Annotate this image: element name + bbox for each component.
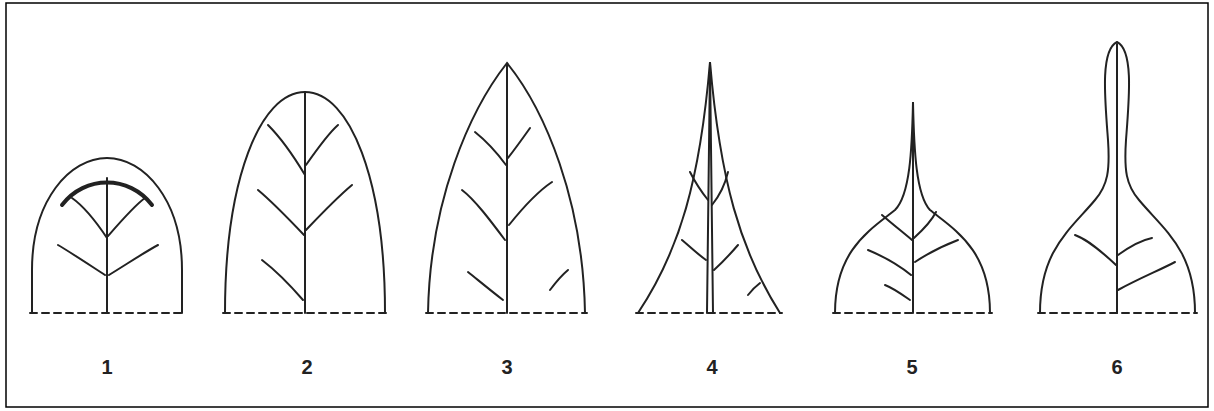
callout-number: 3 [501, 357, 512, 377]
leaf-acuminate [835, 102, 990, 313]
leaf-base-lines [30, 312, 1197, 314]
callout-number: 5 [906, 357, 917, 377]
callout-number: 6 [1111, 357, 1122, 377]
frame [6, 3, 1208, 407]
leaf-acute [428, 63, 585, 313]
leaf-rounded [32, 158, 182, 313]
callout-number: 2 [301, 357, 312, 377]
leaf-caudate [1040, 42, 1195, 313]
leaf-obtuse [225, 92, 385, 313]
leaf-attenuate [638, 62, 780, 313]
callout-number: 1 [101, 357, 112, 377]
callout-number: 4 [706, 357, 717, 377]
